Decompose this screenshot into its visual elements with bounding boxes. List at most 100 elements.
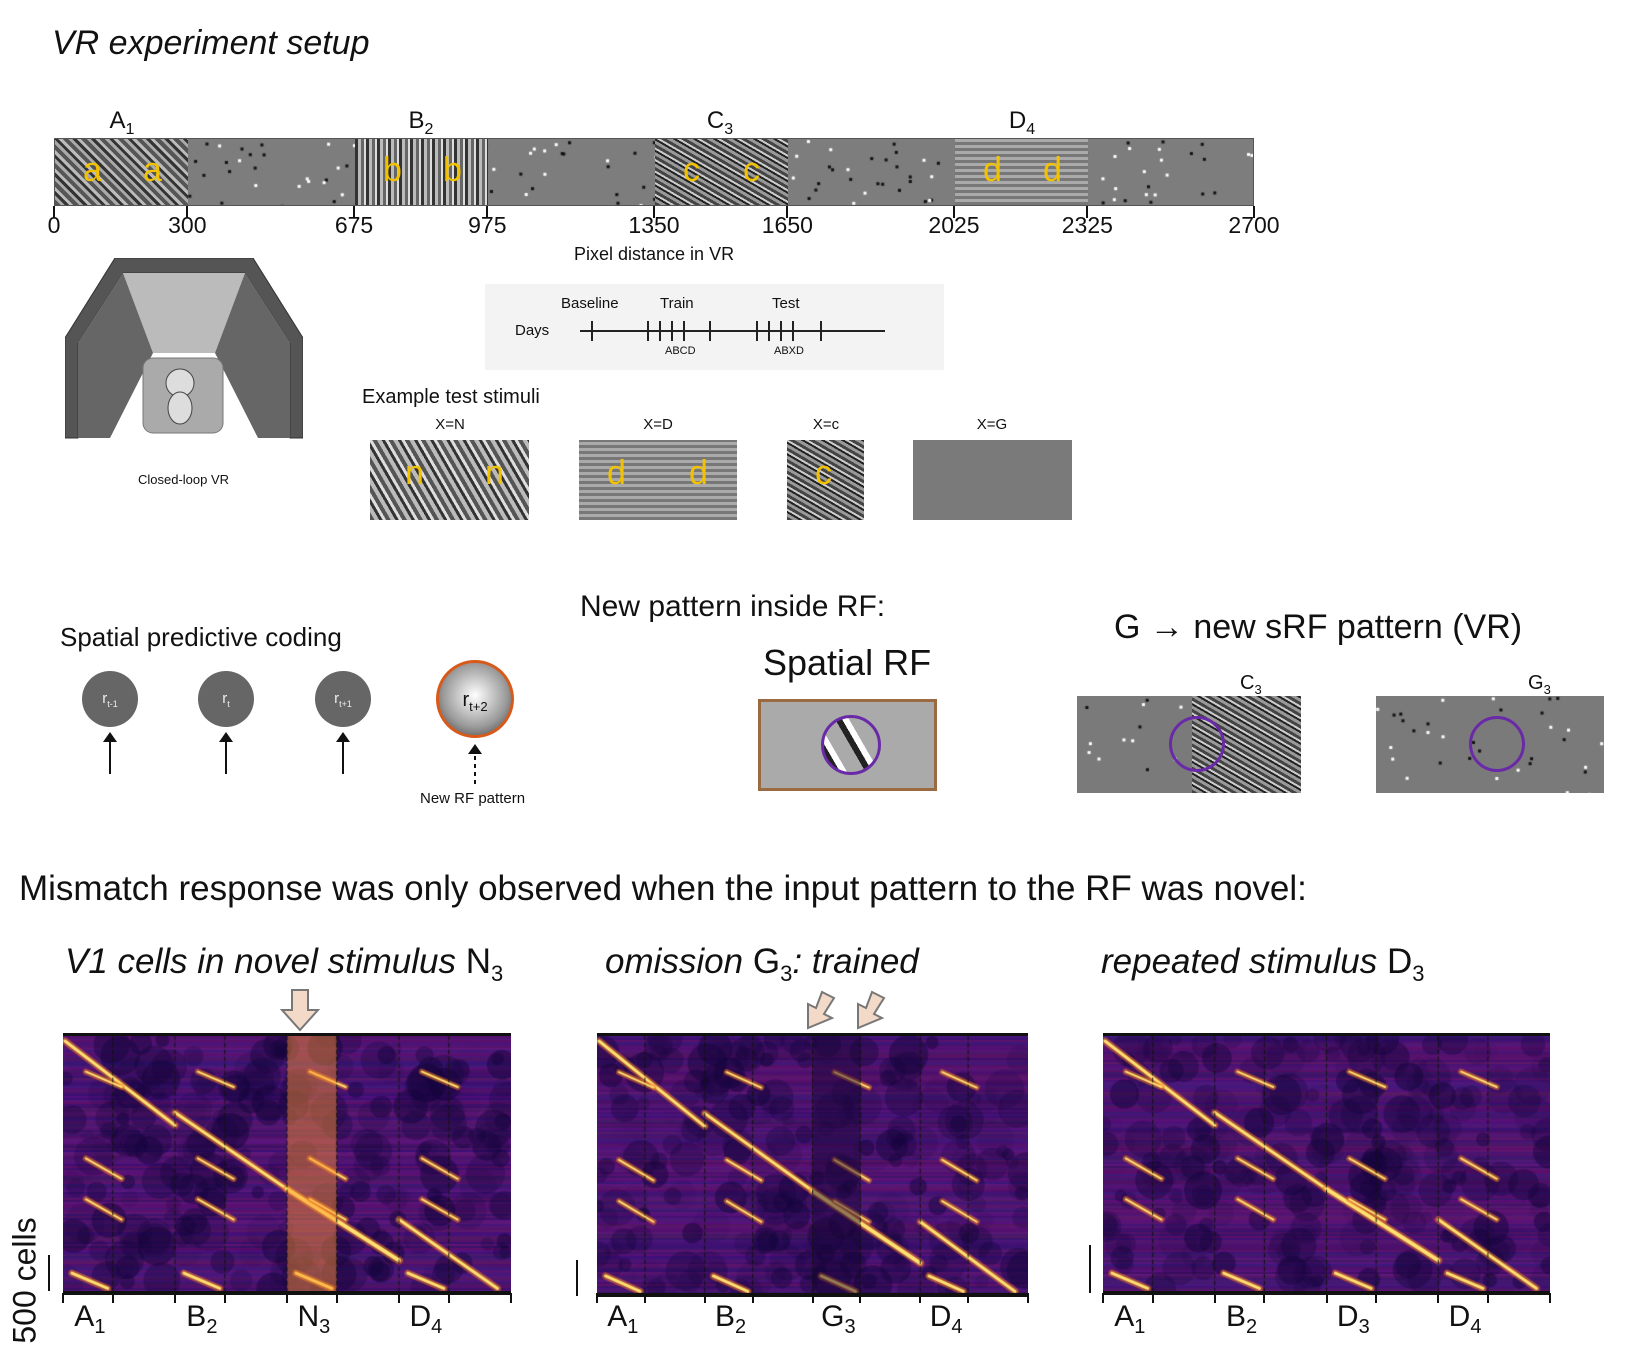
panel-title-omission: omission G3: trained [605,942,919,986]
track-tick-label: 675 [334,212,374,238]
node-r-t: rt [198,671,254,727]
scale-bar [576,1260,578,1296]
scale-bar-label: 500 cells [6,1217,43,1344]
days-label: Days [515,322,550,339]
track-tick [1253,206,1255,218]
track-tick-label: 2025 [928,212,980,238]
x-tick [1151,1293,1154,1303]
scale-bar [1089,1245,1091,1293]
timeline-axis [580,321,885,341]
srf-panel-g [1376,696,1604,793]
figure-title: VR experiment setup [52,24,370,62]
track-tick [486,206,489,218]
new-rf-pattern-label: New RF pattern [420,790,526,807]
mismatch-heading: Mismatch response was only observed when… [19,869,1307,908]
down-arrow-icon [280,989,320,1032]
heatmap-novel [63,1033,511,1294]
track-tick-label: 2325 [1061,212,1113,238]
seg-label-b: B2 [408,107,434,138]
x-tick [62,1293,64,1303]
coding-title: Spatial predictive coding [60,622,342,652]
x-tick [286,1293,288,1303]
dashed-up-arrow-icon [468,744,482,784]
x-tick [1263,1293,1266,1303]
stim-label-n: X=N [435,416,465,433]
x-tick-label: D3 [1336,1300,1370,1338]
x-tick [811,1293,814,1303]
x-tick-label: D4 [1448,1300,1482,1338]
x-tick [1102,1293,1104,1303]
x-tick [398,1293,400,1303]
track-tick-label: 0 [47,212,61,238]
baseline-label: Baseline [561,295,619,312]
srf-panel-label-c: C3 [1240,672,1262,697]
scale-bar [48,1255,50,1291]
x-tick [643,1293,646,1303]
panel-title-novel: V1 cells in novel stimulus N3 [65,942,504,986]
rf-title: Spatial RF [763,642,932,683]
x-tick [174,1293,176,1303]
x-tick [1375,1293,1378,1303]
test-label: Test [772,295,800,312]
x-tick [919,1293,922,1303]
x-tick-label: A1 [74,1300,106,1338]
track-tick-label: 300 [168,212,207,238]
track-tick-label: 2700 [1228,212,1280,238]
up-arrow-icon [219,732,233,774]
rf-ring [1169,716,1225,772]
stim-label-d: X=D [643,416,673,433]
track-tick-label: 1350 [628,212,680,238]
x-tick [751,1293,754,1303]
spatial-rf-box [758,699,937,791]
x-tick-label: N3 [297,1300,331,1338]
x-tick [1213,1293,1216,1303]
x-tick-label: A1 [607,1300,639,1338]
x-tick [447,1293,450,1303]
x-tick [967,1293,970,1303]
track-tick-label: 1650 [761,212,813,238]
x-tick [1437,1293,1440,1303]
track-tick [186,206,189,218]
test-sub: ABXD [774,345,804,357]
x-tick [1325,1293,1328,1303]
track-tick [1086,206,1089,218]
x-tick [335,1293,338,1303]
track-tick [53,206,55,218]
x-tick [1027,1293,1029,1303]
heatmap-repeated [1103,1033,1550,1294]
x-tick [859,1293,862,1303]
track-xlabel: Pixel distance in VR [574,244,735,264]
rf-heading: New pattern inside RF: [580,590,886,623]
srf-title: G → new sRF pattern (VR) [1114,608,1523,646]
gabor-patch [821,715,881,775]
panel-title-repeated: repeated stimulus D3 [1101,942,1425,986]
x-tick-label: G3 [821,1300,856,1338]
x-tick-label: B2 [1225,1300,1258,1338]
x-tick-label: A1 [1114,1300,1146,1338]
seg-label-c: C3 [706,107,734,138]
node-r-t-plus-2: rt+2 [436,660,514,738]
x-tick [703,1293,706,1303]
vr-rig-illustration [64,257,304,451]
x-tick [1486,1293,1489,1303]
srf-panel-label-g: G3 [1528,672,1551,697]
stim-c: c [787,440,864,520]
srf-panel-c [1077,696,1301,793]
rig-caption: Closed-loop VR [138,472,230,487]
node-r-t-minus-1: rt-1 [82,671,138,727]
x-tick [510,1293,512,1303]
x-tick-label: D4 [929,1300,963,1338]
stim-label-g: X=G [976,416,1008,433]
x-tick [1549,1293,1551,1303]
stim-label-c: X=c [812,416,840,433]
up-arrow-icon [103,732,117,774]
track-tick [953,206,955,218]
node-r-t-plus-1: rt+1 [315,671,371,727]
